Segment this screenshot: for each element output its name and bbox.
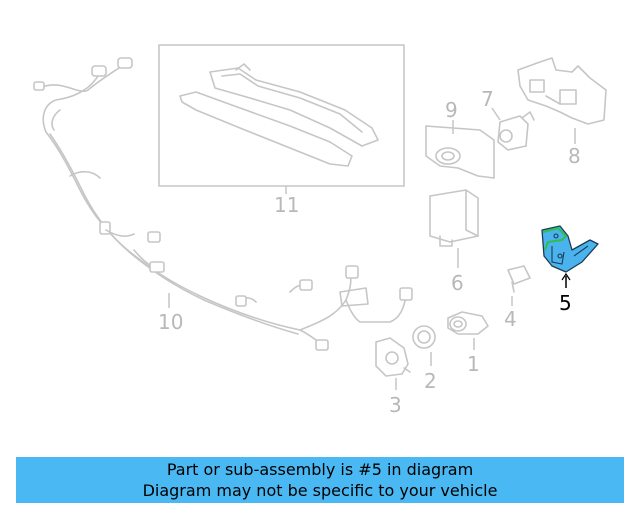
callout-9: 9 [445, 98, 458, 122]
part-11-grille-trim: 11 [158, 44, 405, 217]
part-2-grommet: 2 [412, 325, 437, 393]
part-7-camera: 7 [481, 87, 535, 151]
callout-11: 11 [274, 193, 299, 217]
part-6-radar-module: 6 [429, 189, 479, 295]
callout-3: 3 [389, 393, 402, 417]
callout-4: 4 [504, 307, 517, 331]
callout-8: 8 [568, 144, 581, 168]
callout-5: 5 [559, 291, 572, 315]
part-4-sensor-plug: 4 [504, 265, 531, 331]
callout-7: 7 [481, 87, 494, 111]
callout-10: 10 [158, 310, 183, 334]
part-10-wiring-harness: 10 [33, 57, 413, 351]
info-banner: Part or sub-assembly is #5 in diagram Di… [16, 457, 624, 503]
part-9-camera-bracket: 9 [425, 98, 495, 179]
callout-2: 2 [424, 369, 437, 393]
part-8-bracket: 8 [517, 57, 607, 168]
banner-line-1: Part or sub-assembly is #5 in diagram [166, 460, 474, 479]
parts-diagram: 11 10 9 [33, 44, 607, 417]
callout-6: 6 [451, 271, 464, 295]
part-1-parking-sensor: 1 [447, 311, 489, 376]
part-5-bracket-highlighted: 5 [541, 225, 599, 315]
callout-1: 1 [467, 352, 480, 376]
part-3-sensor-retainer: 3 [375, 337, 411, 417]
banner-line-2: Diagram may not be specific to your vehi… [142, 481, 498, 500]
